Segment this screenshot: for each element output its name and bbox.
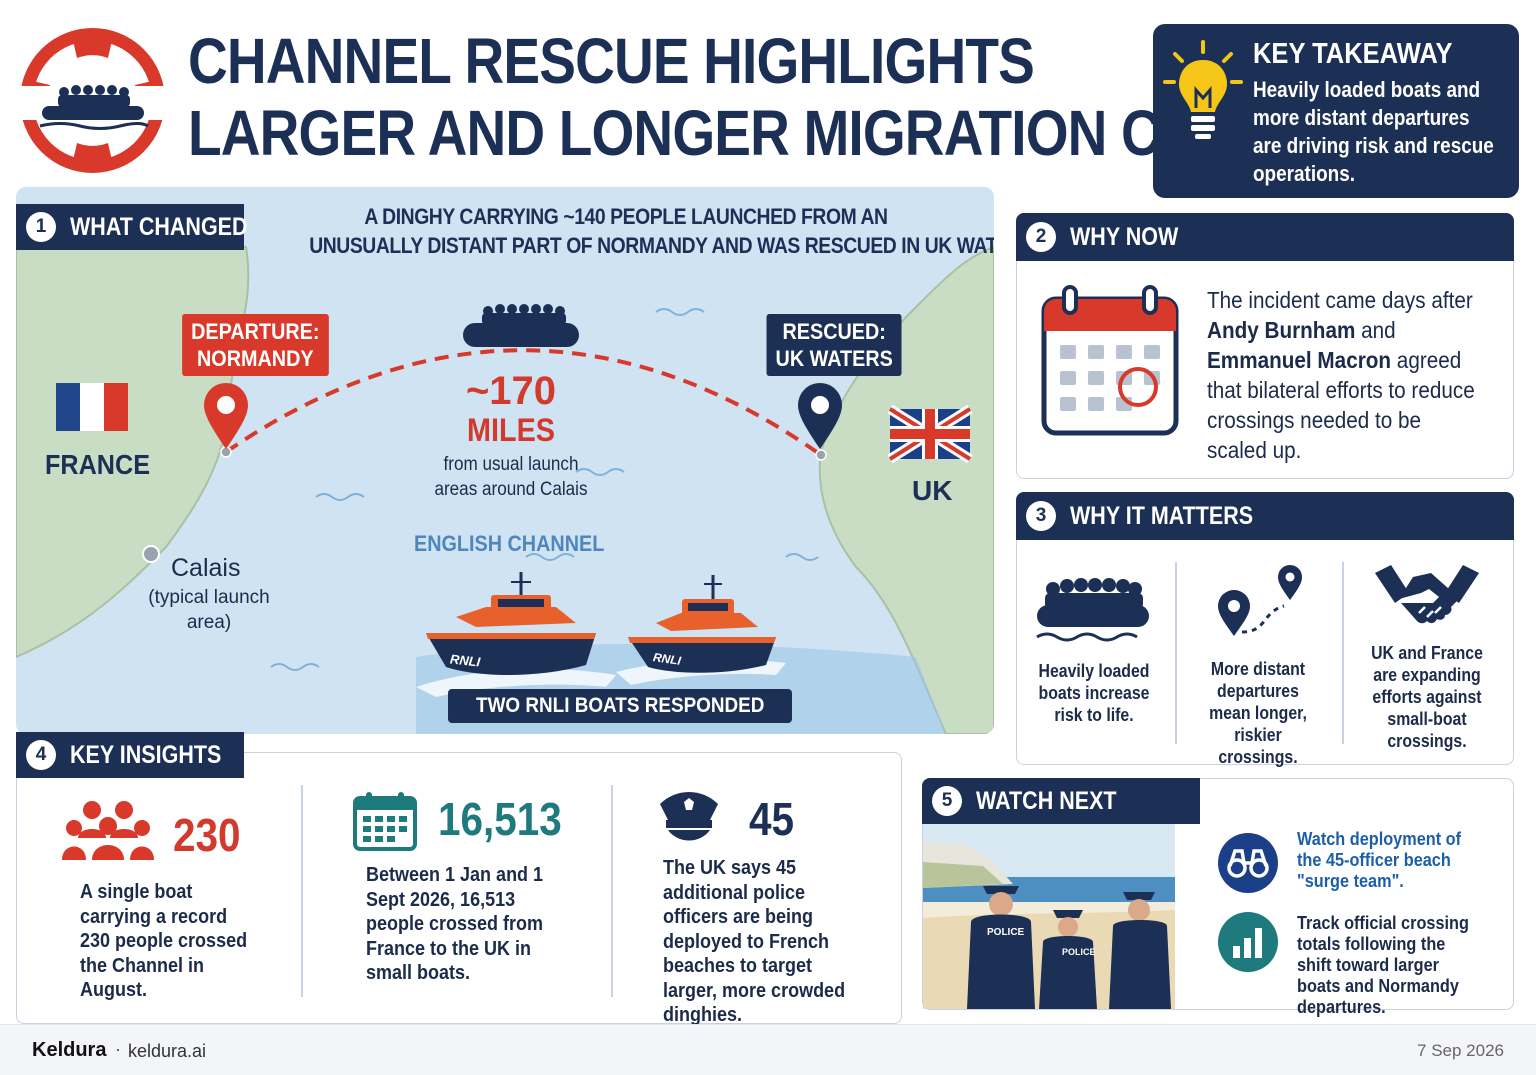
crowd-icon (62, 801, 154, 860)
section-tab-why-it-matters: 3 WHY IT MATTERS (1016, 492, 1514, 540)
rescued-location: UK WATERS (775, 346, 893, 371)
police-label-1: POLICE (987, 927, 1025, 938)
channel-map: A DINGHY CARRYING ~140 PEOPLE LAUNCHED F… (16, 187, 994, 734)
key-takeaway-box: KEY TAKEAWAY Heavily loaded boats and mo… (1153, 24, 1519, 198)
why-now-text-part1: The incident came days after (1207, 287, 1473, 313)
insight-text-2: Between 1 Jan and 1 Sept 2026, 16,513 pe… (366, 864, 544, 984)
calais-note-line1: (typical launch (148, 587, 270, 608)
english-channel-label: ENGLISH CHANNEL (414, 531, 605, 556)
rescued-callout: RESCUED: UK WATERS (766, 314, 902, 376)
why-now-name1: Andy Burnham (1207, 317, 1356, 343)
section-title: WATCH NEXT (976, 786, 1117, 815)
rnli-banner-text: TWO RNLI BOATS RESPONDED (476, 694, 765, 717)
calendar-icon (353, 792, 417, 851)
divider (1342, 562, 1344, 744)
page-title-line1: CHANNEL RESCUE HIGHLIGHTS (188, 25, 1035, 97)
insight-text-1: A single boat carrying a record 230 peop… (80, 881, 248, 1001)
binoculars-icon (1218, 833, 1278, 893)
insight-value-1: 230 (173, 809, 241, 861)
rescue-pin-icon (798, 383, 842, 449)
section-title: WHAT CHANGED (70, 212, 248, 241)
why-it-matters-item-1: Heavily loaded boats increase risk to li… (1038, 661, 1150, 725)
why-now-text: The incident came days after Andy Burnha… (1207, 285, 1477, 465)
uk-label: UK (912, 475, 953, 506)
insight-value-3: 45 (749, 793, 795, 845)
section-title: KEY INSIGHTS (70, 740, 222, 769)
key-takeaway-body: Heavily loaded boats and more distant de… (1253, 77, 1494, 186)
footer-separator: · (115, 1039, 121, 1059)
insight-value-2: 16,513 (438, 793, 562, 845)
section-title: WHY NOW (1070, 222, 1179, 251)
divider (611, 785, 613, 997)
france-flag-icon (56, 383, 128, 431)
watch-next-item-2: Track official crossing totals following… (1297, 912, 1469, 1017)
rnli-banner: TWO RNLI BOATS RESPONDED (448, 689, 793, 723)
calendar-icon (1041, 285, 1179, 436)
route-pins-icon (1218, 565, 1302, 636)
calais-note-line2: area) (186, 612, 232, 633)
why-now-text-part2: and (1355, 317, 1396, 343)
calais-label: Calais (171, 554, 241, 582)
why-it-matters-item-3: UK and France are expanding efforts agai… (1371, 643, 1483, 751)
bar-chart-icon (1218, 912, 1278, 972)
section-title: WHY IT MATTERS (1070, 501, 1254, 530)
rescued-label: RESCUED: (782, 319, 886, 344)
rnli-lifeboat-icon (628, 575, 776, 673)
france-label: FRANCE (45, 449, 151, 480)
map-background (16, 187, 994, 734)
police-label-2: POLICE (1062, 947, 1096, 957)
police-beach-image (923, 822, 1175, 1009)
lightbulb-icon (1163, 40, 1243, 139)
section-number: 2 (1026, 222, 1056, 252)
dinghy-icon (463, 304, 579, 347)
section-tab-why-now: 2 WHY NOW (1016, 213, 1514, 261)
map-headline-line1: A DINGHY CARRYING ~140 PEOPLE LAUNCHED F… (364, 204, 888, 229)
rnli-lifeboat-icon (426, 572, 596, 675)
crowded-boat-icon (1036, 578, 1149, 642)
why-it-matters-item-2: More distant departures mean longer, ris… (1209, 659, 1307, 767)
lifebuoy-with-boat-icon (20, 28, 165, 173)
distance-note-line2: areas around Calais (434, 479, 588, 500)
divider (1175, 562, 1177, 744)
departure-label: DEPARTURE: (191, 319, 320, 344)
departure-pin-icon (204, 383, 248, 449)
map-headline-line2: UNUSUALLY DISTANT PART OF NORMANDY AND W… (309, 233, 994, 258)
key-takeaway-heading: KEY TAKEAWAY (1253, 38, 1453, 70)
section-number: 4 (26, 740, 56, 770)
handshake-icon (1375, 565, 1479, 624)
why-now-name2: Emmanuel Macron (1207, 347, 1392, 373)
footer-date: 7 Sep 2026 (1417, 1041, 1504, 1060)
section-number: 3 (1026, 501, 1056, 531)
distance-note-line1: from usual launch (443, 454, 579, 475)
why-now-text-part3: agreed that bilateral efforts to reduce … (1207, 347, 1475, 463)
insight-text-3: The UK says 45 additional police officer… (663, 857, 846, 1026)
uk-flag-icon (887, 404, 973, 464)
divider (301, 785, 303, 997)
lifeboat-1-label: RNLI (449, 651, 482, 670)
section-tab-watch-next: 5 WATCH NEXT (922, 778, 1200, 824)
footer-site: keldura.ai (128, 1041, 207, 1061)
section-number: 5 (932, 786, 962, 816)
footer-brand: Keldura (32, 1039, 107, 1061)
section-tab-key-insights: 4 KEY INSIGHTS (16, 732, 244, 778)
departure-callout: DEPARTURE: NORMANDY (182, 314, 329, 376)
police-cap-icon (660, 792, 718, 841)
section-number: 1 (26, 212, 56, 242)
footer: Keldura · keldura.ai 7 Sep 2026 (0, 1024, 1536, 1075)
key-insights-panel (16, 752, 902, 1024)
distance-unit: MILES (466, 412, 556, 448)
section-tab-what-changed: 1 WHAT CHANGED (16, 204, 248, 250)
distance-value: ~170 (465, 369, 557, 413)
watch-next-item-1: Watch deployment of the 45-officer beach… (1297, 828, 1462, 891)
departure-location: NORMANDY (196, 346, 314, 371)
